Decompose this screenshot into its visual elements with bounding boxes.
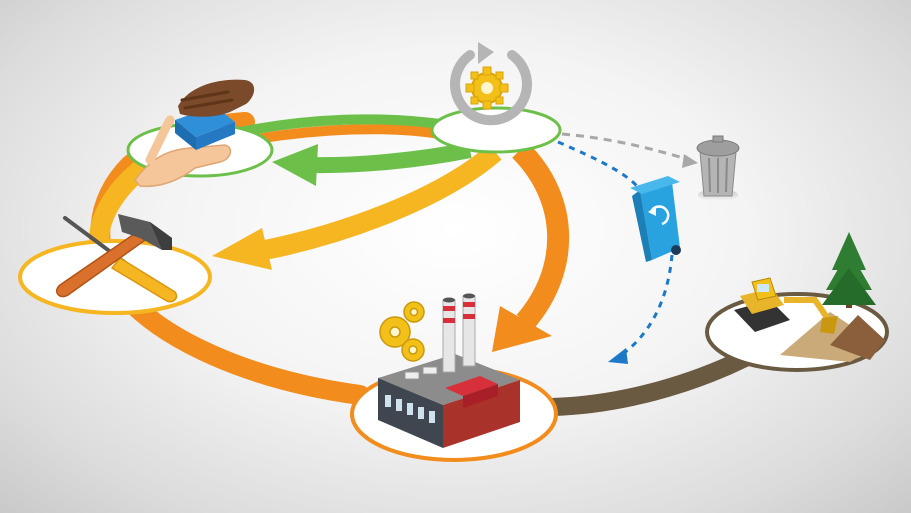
green-arrowhead <box>272 144 318 186</box>
raw-materials-node <box>705 232 889 372</box>
use-node <box>126 79 274 188</box>
recycling-node <box>630 176 681 262</box>
green-band-top <box>235 114 445 137</box>
recycling-return-line <box>619 254 674 358</box>
manufacture-node <box>350 293 558 462</box>
factory-gears-icon <box>379 301 425 362</box>
recycling-arrowhead <box>608 348 628 364</box>
hand-with-product-icon <box>134 79 255 188</box>
factory-icon <box>378 293 520 448</box>
reuse-node <box>430 42 562 154</box>
hammer-screwdriver-icon <box>56 214 178 303</box>
yellow-return-band <box>263 144 502 260</box>
trash-can-icon <box>696 135 740 197</box>
repair-node <box>18 214 212 315</box>
landfill-node <box>696 135 740 201</box>
landfill-dashed-line <box>561 132 691 162</box>
recycling-bin-icon <box>630 176 681 262</box>
raw-materials-flow <box>543 349 754 416</box>
recycle-gear-icon <box>450 42 532 126</box>
excavator-tree-icon <box>734 232 885 362</box>
recycling-dashed-line <box>557 140 642 191</box>
green-return-band <box>309 142 472 174</box>
landfill-arrowhead <box>682 154 698 168</box>
top-orange-band <box>245 124 445 145</box>
orange-arrowhead <box>492 306 552 352</box>
yellow-arrowhead <box>212 228 272 270</box>
orange-down-band <box>512 142 570 330</box>
